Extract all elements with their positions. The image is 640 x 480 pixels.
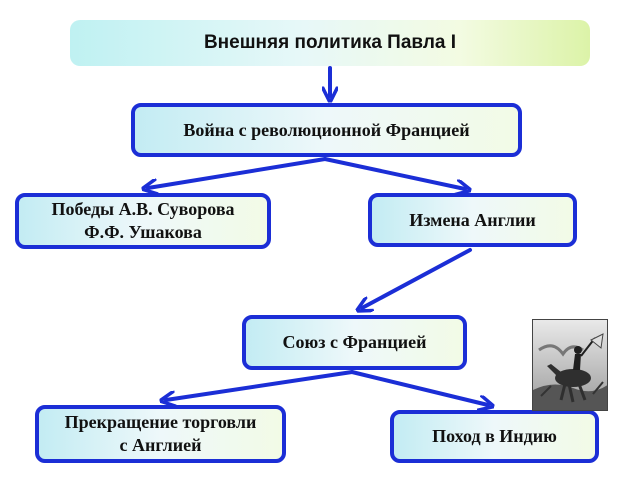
arrow-union-to-india [350,370,488,405]
node-trade-stop: Прекращение торговли с Англией [35,405,286,463]
diagram-title: Внешняя политика Павла I [70,20,590,66]
title-text: Внешняя политика Павла I [203,32,457,53]
node-union-france: Союз с Францией [242,315,467,370]
node-india-campaign: Поход в Индию [390,410,599,463]
node-trade-line1: Прекращение торговли [64,412,257,432]
arrow-union-to-trade [166,370,354,400]
node-india-text: Поход в Индию [432,426,557,446]
node-war-text: Война с революционной Францией [183,119,470,140]
arrow-war-to-victories [148,157,327,188]
node-victories: Победы А.В. Суворова Ф.Ф. Ушакова [15,193,271,249]
node-war-with-france: Война с революционной Францией [131,103,522,157]
node-betrayal-england: Измена Англии [368,193,577,247]
node-victories-line2: Ф.Ф. Ушакова [84,222,202,242]
node-union-text: Союз с Францией [282,332,427,352]
engraving-horseman-battle-icon [532,319,608,411]
node-victories-line1: Победы А.В. Суворова [51,199,235,219]
node-trade-line2: с Англией [119,435,202,455]
node-betrayal-text: Измена Англии [409,209,536,230]
arrow-betrayal-to-union [362,248,472,308]
arrow-war-to-betrayal [323,157,465,189]
